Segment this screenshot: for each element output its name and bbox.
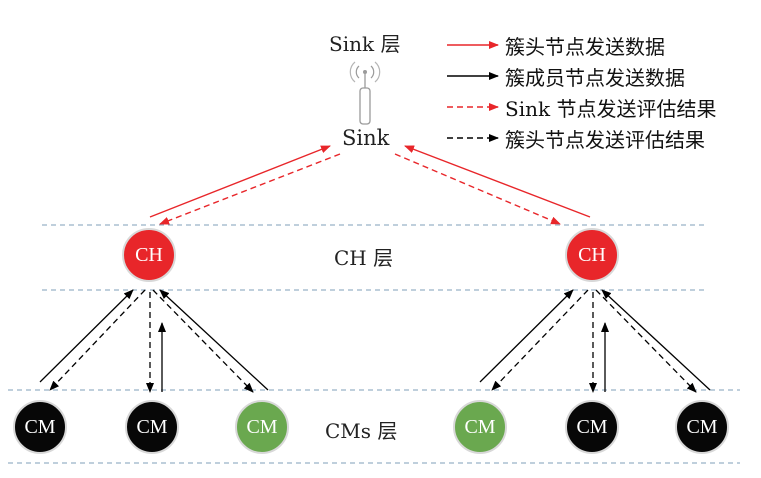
cm-node-4: CM (453, 400, 507, 454)
cm-node-5: CM (565, 400, 619, 454)
legend-item-sink-send-eval: Sink 节点发送评估结果 (505, 97, 717, 121)
arrow-ch-right-to-cm4 (491, 289, 589, 391)
cms-layer-label: CMs 层 (325, 419, 398, 443)
ch-layer-label: CH 层 (334, 246, 394, 270)
arrow-ch-right-to-cm6 (595, 289, 697, 393)
arrow-cm3-to-ch-left (159, 289, 269, 391)
arrow-cm1-to-ch-left (39, 289, 134, 383)
arrow-sink-to-ch-right (394, 153, 561, 225)
arrow-cm4-to-ch-right (479, 289, 574, 383)
antenna-tower-icon (349, 61, 381, 125)
ch-node-left: CH (122, 228, 176, 282)
arrow-ch-left-to-cm1 (49, 289, 146, 391)
sink-layer-label: Sink 层 (329, 32, 401, 56)
ch-node-right: CH (565, 228, 619, 282)
arrow-ch-right-to-sink (404, 145, 591, 218)
arrow-sink-to-ch-left (159, 153, 341, 225)
legend-item-cm-send-data: 簇成员节点发送数据 (505, 66, 685, 90)
sink-node-label: Sink (342, 126, 390, 150)
legend-item-ch-send-eval: 簇头节点发送评估结果 (505, 128, 705, 152)
arrow-cm6-to-ch-right (601, 289, 711, 391)
legend-item-ch-send-data: 簇头节点发送数据 (505, 35, 665, 59)
cm-node-3: CM (235, 400, 289, 454)
arrow-ch-left-to-sink (149, 145, 331, 218)
cm-node-1: CM (13, 400, 67, 454)
arrow-ch-left-to-cm3 (152, 289, 254, 393)
cm-node-6: CM (675, 400, 729, 454)
cm-node-2: CM (125, 400, 179, 454)
